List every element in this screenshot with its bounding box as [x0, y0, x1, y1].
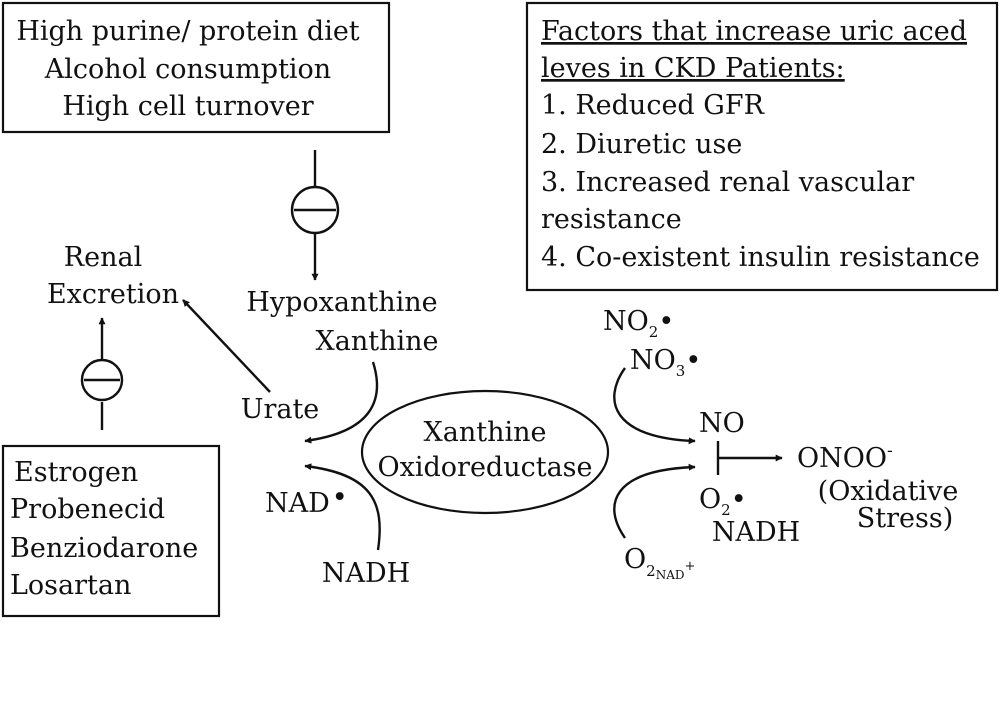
diet-stimulation-arrow [290, 150, 340, 281]
no2-radical-label: NO2• [603, 306, 674, 341]
drug-stimulation-arrow [80, 317, 124, 430]
o2-to-superoxide-curve [613, 463, 696, 539]
drug-losartan: Losartan [10, 570, 131, 601]
hypoxanthine-label: Hypoxanthine [246, 287, 437, 318]
factors-heading-1: Factors that increase uric aced [541, 16, 967, 47]
no-label: NO [699, 408, 745, 439]
nad-radical-label: NAD• [265, 482, 348, 519]
diet-line-2: Alcohol consumption [44, 54, 331, 85]
drugs-box: Estrogen Probenecid Benziodarone Losarta… [1, 444, 221, 618]
diet-line-3: High cell turnover [62, 91, 313, 122]
factor-item-1: 1. Reduced GFR [541, 90, 765, 121]
nadh-to-nad-curve [304, 463, 381, 551]
superoxide-label: O2• [699, 484, 747, 519]
plus-circle-left [80, 358, 124, 402]
urate-excretion-arrow [182, 299, 271, 393]
factor-item-4: 4. Co-existent insulin resistance [541, 242, 980, 273]
factor-item-2: 2. Diuretic use [541, 129, 742, 160]
excretion-label: Excretion [47, 279, 179, 310]
urate-label: Urate [241, 394, 320, 425]
factor-item-3-cont: resistance [541, 204, 682, 235]
plus-circle-top [290, 185, 340, 235]
nadh-left-label: NADH [322, 558, 410, 589]
drug-probenecid: Probenecid [10, 494, 165, 525]
renal-label: Renal [64, 242, 142, 273]
o2-nad-label: O2NAD+ [624, 544, 695, 582]
enzyme-label-1: Xanthine [424, 417, 547, 448]
no3-radical-label: NO3• [630, 345, 701, 380]
diet-line-1: High purine/ protein diet [16, 16, 359, 47]
drug-estrogen: Estrogen [14, 457, 138, 488]
xanthine-to-urate-curve [304, 361, 379, 444]
stress-label: Stress) [857, 503, 953, 534]
factors-box: Factors that increase uric aced leves in… [525, 1, 999, 292]
nitrite-to-no-curve [613, 367, 696, 445]
xanthine-label: Xanthine [316, 326, 439, 357]
oxidative-label: (Oxidative [818, 476, 959, 507]
nadh-right-label: NADH [712, 517, 800, 548]
drug-benziodarone: Benziodarone [10, 533, 198, 564]
enzyme-ellipse: Xanthine Oxidoreductase [360, 389, 610, 515]
onoo-label: ONOO- [797, 441, 893, 474]
factor-item-3: 3. Increased renal vascular [541, 167, 914, 198]
enzyme-label-2: Oxidoreductase [378, 452, 593, 483]
diet-box: High purine/ protein diet Alcohol consum… [1, 1, 391, 134]
factors-heading-2: leves in CKD Patients: [541, 53, 845, 84]
